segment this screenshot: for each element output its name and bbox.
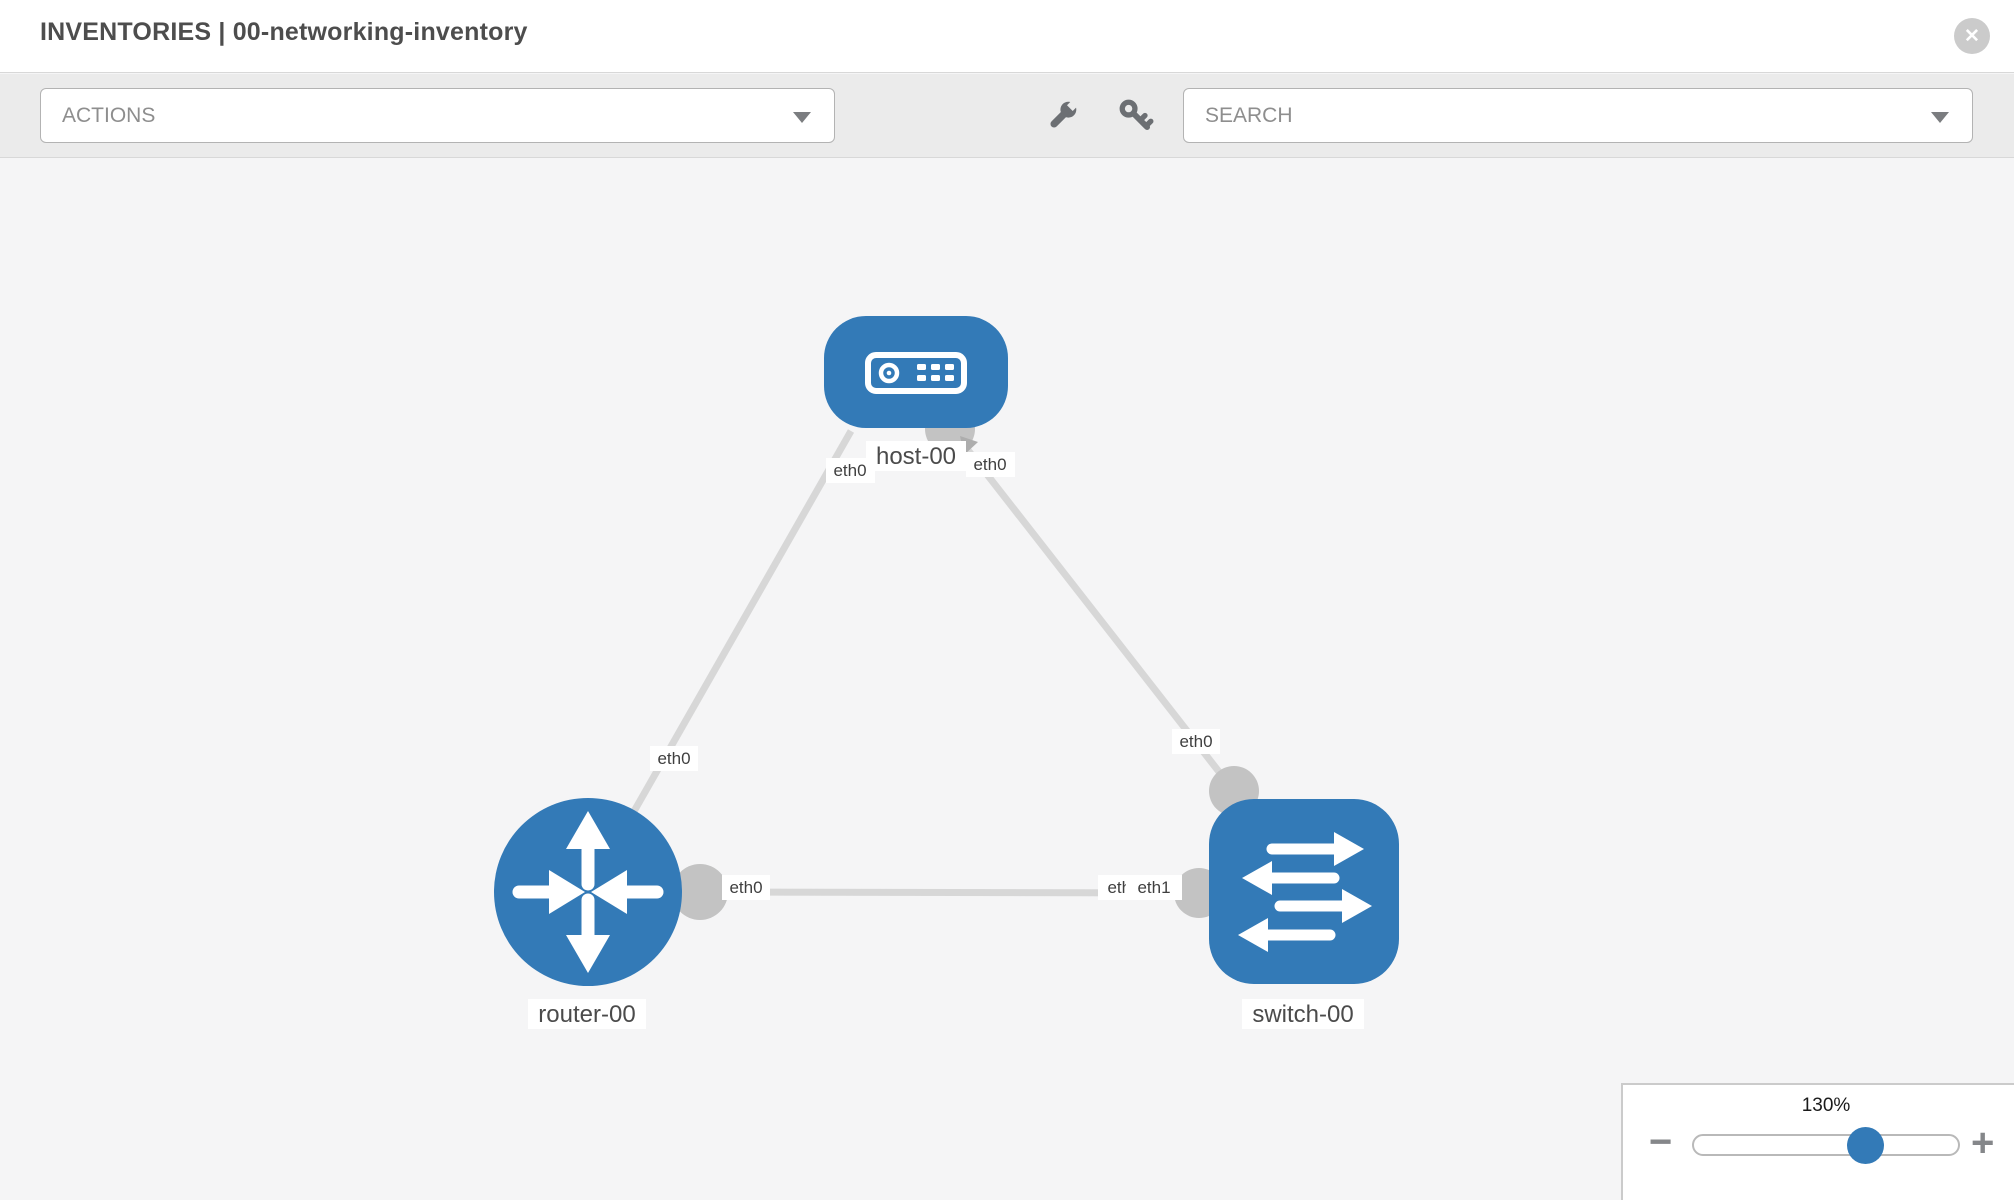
node-label-switch: switch-00 [1252,1001,1353,1028]
node-label-host: host-00 [876,443,956,470]
interface-label: eth0 [966,452,1015,477]
node-host-00[interactable] [824,316,1008,428]
port-router-right [672,864,728,920]
key-icon [1119,99,1154,131]
wrench-icon [1050,99,1079,128]
page-title: INVENTORIES | 00-networking-inventory [40,18,528,46]
router-icon [512,811,664,973]
topology-canvas[interactable]: eth0 eth0 eth0 eth0 eth0 eth0 [0,159,2014,1200]
zoom-slider-thumb[interactable] [1847,1127,1884,1164]
actions-dropdown[interactable]: ACTIONS [40,88,835,143]
node-label-router: router-00 [538,1001,635,1028]
host-icon [865,352,967,394]
interface-label: eth1 [1126,875,1182,900]
toolbar: ACTIONS SEARCH [0,74,2014,158]
chevron-down-icon [793,112,811,123]
zoom-panel: 130% − + [1621,1083,2014,1200]
eth-label-router-link: eth0 [729,878,762,897]
header: INVENTORIES | 00-networking-inventory ✕ [0,0,2014,73]
node-label: switch-00 [1242,999,1364,1029]
zoom-in-button[interactable]: + [1971,1121,1995,1165]
zoom-level: 130% [1801,1095,1851,1116]
chevron-down-icon [1931,112,1949,123]
eth-label-switch-top: eth0 [1179,732,1212,751]
search-dropdown-label: SEARCH [1205,103,1293,127]
interface-label: eth0 [650,746,698,771]
eth-label-host-right: eth0 [973,455,1006,474]
search-dropdown[interactable]: SEARCH [1183,88,1973,143]
interface-label: eth0 [722,875,770,900]
eth-label-router-top: eth0 [657,749,690,768]
actions-dropdown-label: ACTIONS [62,103,156,127]
node-router-00[interactable] [494,798,682,986]
node-label: router-00 [528,999,646,1029]
zoom-slider-track[interactable] [1692,1134,1960,1156]
wrench-button[interactable] [1044,98,1080,134]
close-button[interactable]: ✕ [1954,18,1990,54]
interface-label: eth0 [1172,729,1220,754]
switch-icon [1238,832,1372,952]
node-switch-00[interactable] [1209,799,1399,984]
key-button[interactable] [1118,98,1154,134]
zoom-out-button[interactable]: − [1649,1120,1673,1164]
close-icon: ✕ [1964,25,1980,47]
eth-label-switch-link: eth1 [1137,878,1170,897]
eth-label-host-left: eth0 [833,461,866,480]
node-label: host-00 [866,441,966,471]
